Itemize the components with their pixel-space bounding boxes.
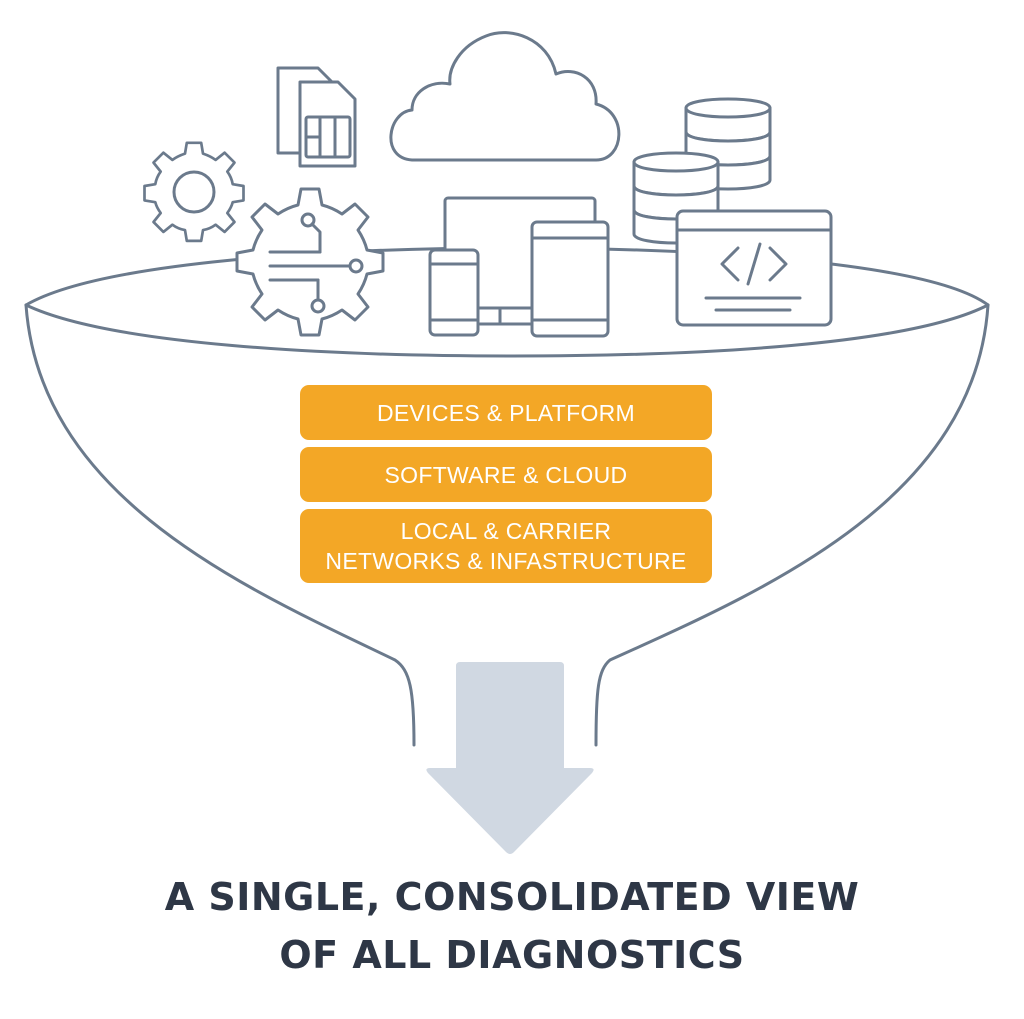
layer-software-cloud: SOFTWARE & CLOUD (300, 447, 712, 502)
gear-icon (143, 141, 245, 243)
circuit-gear-icon (235, 187, 385, 337)
layer-networks-infrastructure: LOCAL & CARRIER NETWORKS & INFASTRUCTURE (300, 509, 712, 583)
funnel-body (24, 303, 416, 747)
headline: A SINGLE, CONSOLIDATED VIEW OF ALL DIAGN… (0, 868, 1024, 984)
code-window-icon (675, 209, 833, 327)
layer-devices-platform: DEVICES & PLATFORM (300, 385, 712, 440)
layer-label: LOCAL & CARRIER NETWORKS & INFASTRUCTURE (325, 518, 687, 574)
funnel-body-right (594, 303, 990, 747)
headline-line-1: A SINGLE, CONSOLIDATED VIEW (164, 875, 860, 919)
funnel-rim-front (24, 303, 990, 358)
sim-card-icon (276, 66, 357, 168)
down-arrow (426, 662, 594, 854)
smartphone-icon (428, 248, 480, 337)
layer-label: DEVICES & PLATFORM (376, 399, 636, 426)
layer-label: SOFTWARE & CLOUD (384, 461, 628, 488)
headline-line-2: OF ALL DIAGNOSTICS (279, 933, 745, 977)
tablet-icon (530, 220, 610, 338)
cloud-icon (389, 31, 621, 162)
